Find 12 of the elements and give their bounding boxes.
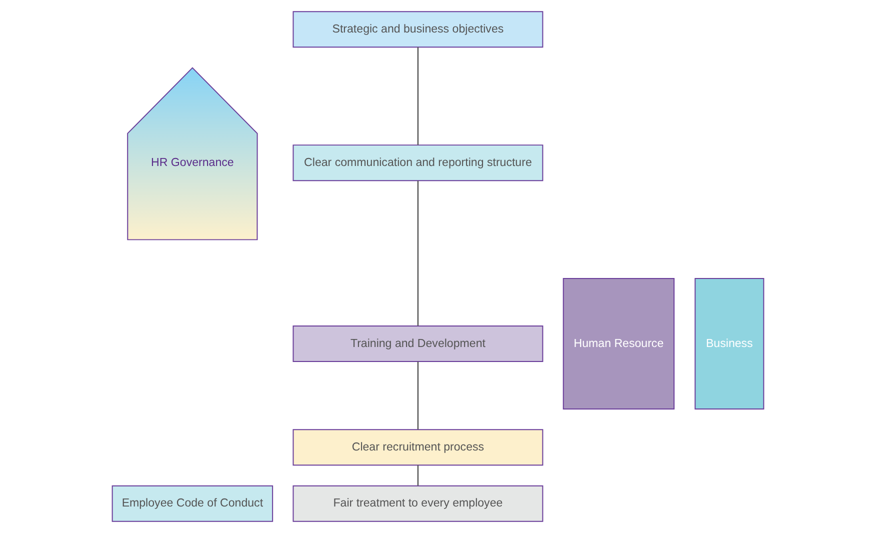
node-box: Human Resource xyxy=(562,278,674,410)
node-box: Employee Code of Conduct xyxy=(111,485,273,522)
connector xyxy=(416,47,418,145)
node-box: Business xyxy=(694,278,764,410)
node-box: Strategic and business objectives xyxy=(292,11,543,48)
node-box: Clear recruitment process xyxy=(292,429,543,466)
node-box: Training and Development xyxy=(292,325,543,362)
connector xyxy=(416,362,418,430)
node-box: Fair treatment to every employee xyxy=(292,485,543,522)
node-box: Clear communication and reporting structure xyxy=(292,144,543,182)
connector xyxy=(416,180,418,326)
connector xyxy=(416,465,418,486)
